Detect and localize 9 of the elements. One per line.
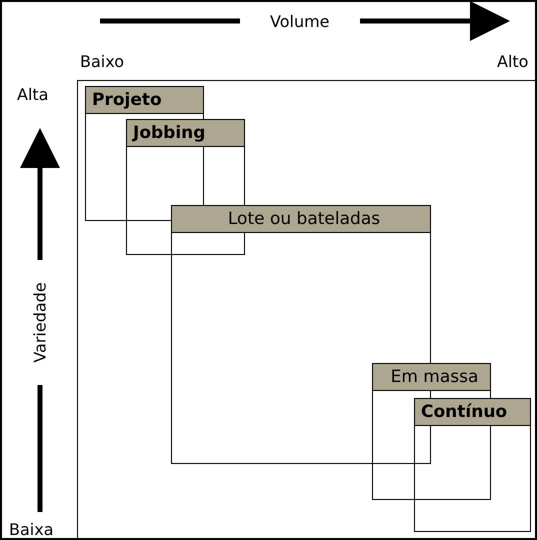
axis-end-label: Alta — [17, 85, 48, 104]
process-label-box: Lote ou bateladas — [171, 205, 431, 233]
axis-end-label: Alto — [497, 52, 528, 71]
process-label-box: Projeto — [85, 86, 204, 114]
process-label-box: Contínuo — [414, 398, 531, 426]
axis-end-label: Baixa — [9, 520, 54, 539]
process-label-box: Jobbing — [126, 119, 245, 147]
axis-end-label: Baixo — [80, 52, 124, 71]
process-label-box: Em massa — [372, 363, 491, 391]
